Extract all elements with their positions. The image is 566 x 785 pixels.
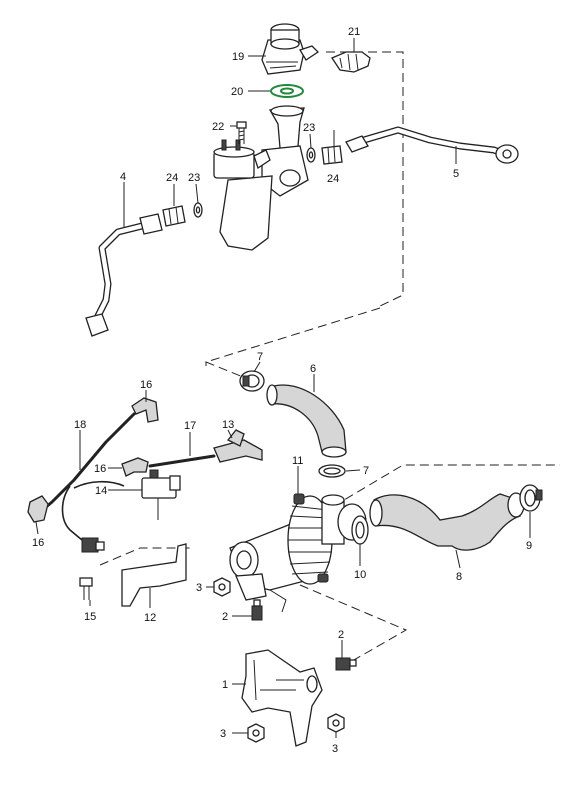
- hose-clamp-part-9: [519, 484, 543, 512]
- callout-6: 6: [310, 363, 316, 375]
- air-hose-part-6: [266, 384, 347, 458]
- pipe-connector-body: [219, 105, 309, 251]
- union-part-24-right: [321, 145, 343, 165]
- callout-18: 18: [74, 419, 86, 431]
- hose-clamp-part-10: [351, 515, 369, 545]
- vacuum-line-part-17: [148, 454, 216, 468]
- t-piece-part-13: [213, 429, 263, 463]
- callout-20: 20: [231, 86, 243, 98]
- callout-labels: 21 19 20 22 23 23 24 24 4 5 7 6 16 18 17…: [32, 26, 532, 755]
- hose-clamp-part-7-upper: [239, 370, 265, 392]
- washer-part-23-left: [193, 202, 203, 218]
- rubber-mount-part-2-lower: [335, 657, 357, 671]
- rubber-mount-part-2-upper: [251, 599, 263, 621]
- callout-11: 11: [292, 455, 303, 467]
- callout-1: 1: [222, 679, 228, 691]
- callout-9: 9: [526, 540, 532, 552]
- callout-3-lower-left: 3: [220, 728, 226, 740]
- union-part-24-left: [162, 205, 186, 227]
- callout-7-upper: 7: [257, 351, 263, 363]
- leader-lines: [35, 38, 531, 738]
- callout-17: 17: [184, 420, 196, 432]
- nut-part-3-upper: [213, 577, 231, 597]
- elbow-fitting-part: [331, 51, 371, 73]
- callout-13: 13: [222, 419, 234, 431]
- callout-16-middle: 16: [94, 463, 106, 475]
- vacuum-elbow-part-16-middle: [121, 457, 149, 477]
- callout-2-upper: 2: [222, 611, 228, 623]
- callout-8: 8: [456, 571, 462, 583]
- vacuum-elbow-part-16-lower: [27, 495, 49, 523]
- callout-16-lower: 16: [32, 537, 44, 549]
- callout-24-right: 24: [327, 173, 339, 185]
- callout-12: 12: [144, 612, 156, 624]
- vacuum-line-part-18: [38, 412, 136, 514]
- callout-10: 10: [354, 569, 366, 581]
- callout-5: 5: [453, 168, 459, 180]
- callout-14: 14: [95, 485, 107, 497]
- callout-24-left: 24: [166, 172, 178, 184]
- air-pipe-part-4: [85, 213, 163, 337]
- callout-3-upper: 3: [196, 582, 202, 594]
- callout-22: 22: [212, 121, 224, 133]
- dashed-guide-lower: [299, 584, 408, 669]
- callout-19: 19: [232, 51, 244, 63]
- callout-23-right: 23: [303, 122, 315, 134]
- washer-part-23-right: [306, 147, 316, 163]
- check-valve-part: [261, 23, 320, 75]
- callout-16-upper: 16: [140, 379, 152, 391]
- pump-fan-wheel: [287, 495, 333, 585]
- callout-7-lower: 7: [363, 465, 369, 477]
- callout-2-lower: 2: [338, 629, 344, 641]
- air-hose-part-8: [369, 492, 525, 551]
- bolt-part-15: [79, 577, 93, 600]
- solenoid-switch-part: [213, 139, 271, 179]
- hose-clamp-part-7-lower: [318, 464, 346, 478]
- air-pump-assembly: [229, 493, 367, 613]
- pump-bracket-part-1: [241, 649, 323, 747]
- callout-23-left: 23: [188, 172, 200, 184]
- switchover-valve-part-14: [141, 469, 181, 520]
- callout-3-lower-right: 3: [332, 743, 338, 755]
- wiring-harness: [61, 480, 125, 553]
- nut-part-3-lower-left: [247, 723, 265, 743]
- bolt-part-22: [236, 121, 247, 144]
- callout-15: 15: [84, 611, 96, 623]
- gasket-part: [270, 84, 304, 98]
- callout-4: 4: [120, 171, 126, 183]
- callout-21: 21: [348, 26, 360, 38]
- air-pipe-part-5: [345, 126, 519, 164]
- dashed-guide-bracket: [99, 547, 190, 566]
- mounting-bracket-part-12: [121, 543, 187, 607]
- vacuum-elbow-part-16-upper: [131, 397, 159, 423]
- nut-part-3-lower-right: [327, 713, 345, 733]
- dashed-guide-middle: [204, 307, 381, 378]
